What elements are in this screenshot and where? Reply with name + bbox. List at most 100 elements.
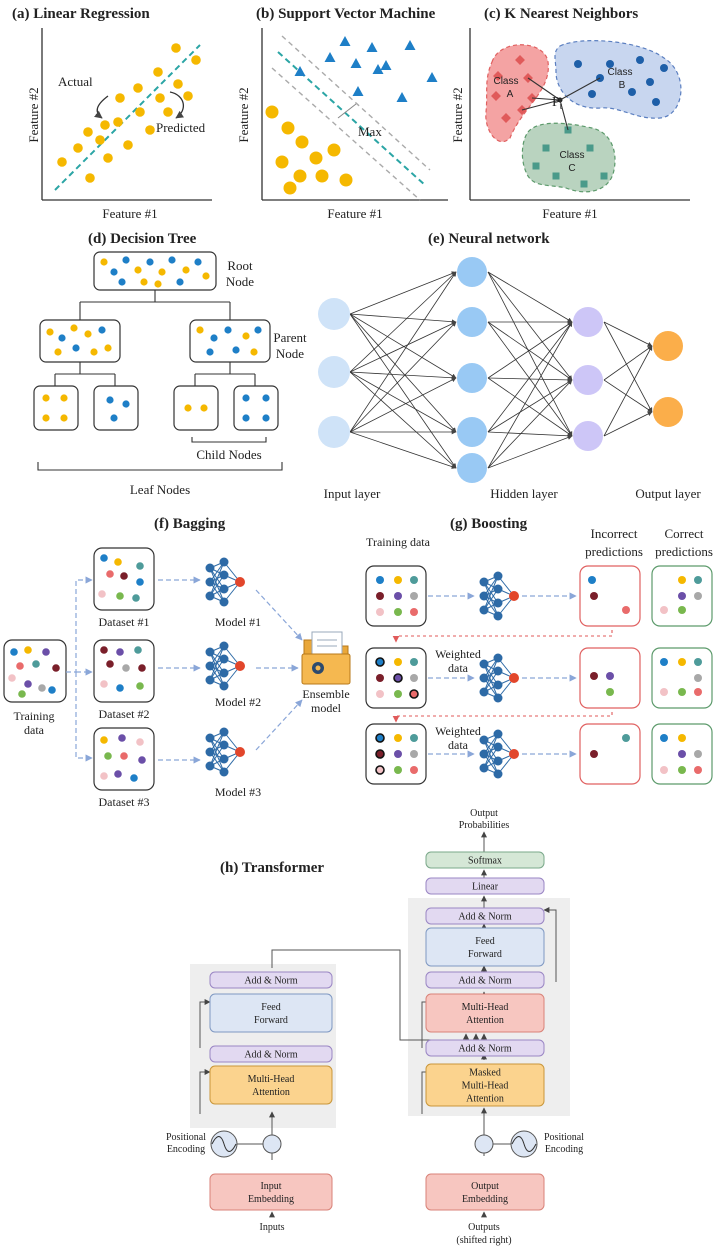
boost-data-point-1-5: [410, 674, 418, 682]
boost-model-2-in-2: [479, 763, 489, 773]
bag-training-point-4: [32, 660, 40, 668]
boost-correct-r1-6: [694, 688, 702, 696]
lr-point-7: [135, 107, 145, 117]
boost-training-label: Training data: [366, 535, 431, 549]
tf-output-embedding-text-1: Embedding: [462, 1194, 508, 1205]
nn-input-label: Input layer: [324, 486, 381, 501]
nn-hidden-node-4: [457, 453, 487, 483]
knn-cluster-c: [521, 122, 616, 193]
dt-root-label2: Node: [226, 274, 254, 289]
boost-model-1-out: [509, 673, 519, 683]
boost-correct-box-1: [651, 647, 713, 709]
boost-data-point-2-2: [410, 734, 418, 742]
dt-root-point-0: [100, 258, 108, 266]
svm-circle-5: [309, 151, 323, 165]
dt-leaf2-point-2: [110, 414, 118, 422]
tf-enc-addnorm-1-text-0: Add & Norm: [244, 1050, 298, 1061]
tf-enc-mha-text-1: Attention: [252, 1087, 290, 1098]
bag-ds2-point-4: [122, 664, 130, 672]
dt-root-point-8: [194, 258, 202, 266]
tf-input-embedding-text-0: Input: [260, 1181, 281, 1192]
boost-model-0-in-0: [479, 577, 489, 587]
bag-ds3-point-3: [104, 752, 112, 760]
lr-point-17: [100, 120, 110, 130]
bag-training-label2: data: [24, 723, 45, 737]
boost-weighted-label1b: data: [448, 661, 469, 675]
nn-hidden-label: Hidden layer: [490, 486, 558, 501]
bag-ds3-point-7: [114, 770, 122, 778]
dt-leaf4-point-2: [242, 414, 250, 422]
knn-y-label: Feature #2: [450, 87, 465, 142]
bag-split-arrows: [66, 576, 93, 762]
svm-circle-9: [315, 169, 329, 183]
tf-dec-addnorm-3: Add & Norm: [425, 907, 545, 925]
lr-points: [57, 43, 201, 183]
tf-encoder-pos-label1: Positional: [166, 1132, 206, 1143]
nn-hidden-node-2: [457, 363, 487, 393]
boost-incorrect-r2-0: [590, 750, 598, 758]
tf-dec-addnorm-1-text-0: Add & Norm: [458, 1044, 512, 1055]
bag-model-2-in-1: [205, 661, 215, 671]
svm-circle-4: [293, 169, 307, 183]
tf-decoder-sine-icon: [511, 1136, 537, 1152]
tf-output-embedding-box: [425, 1173, 545, 1211]
boost-data-point-0-2: [410, 576, 418, 584]
nn-edge-ho-2-1: [603, 411, 653, 437]
knn-pt-label: Pt: [552, 95, 563, 111]
boost-data-point-1-6: [376, 690, 384, 698]
dt-parent-label2: Node: [276, 346, 304, 361]
tf-enc-mha-text-0: Multi-Head: [248, 1074, 295, 1085]
tf-encoder-sine-icon: [211, 1136, 237, 1152]
lr-title: (a) Linear Regression: [12, 6, 150, 22]
boost-incorrect-r1-1: [606, 672, 614, 680]
boost-model-0-mid-1: [493, 584, 503, 594]
panel-transformer: (h) Transformer Output Probabilities: [166, 808, 584, 1246]
nn-edge-ih-0-0: [349, 271, 457, 315]
tf-outputs-label1: Outputs: [468, 1222, 500, 1233]
boost-feedback-arrows: [392, 630, 613, 723]
bag-ds3-point-8: [130, 774, 138, 782]
bag-model-1-in-1: [205, 577, 215, 587]
boost-incorrect-r1-2: [606, 688, 614, 696]
dt-leaf1-point-2: [42, 414, 50, 422]
boost-model-1-mid-2: [493, 680, 503, 690]
knn-class-b-point-3: [636, 56, 644, 64]
boost-data-point-0-4: [394, 592, 402, 600]
tf-output-embedding-text-0: Output: [471, 1181, 499, 1192]
knn-class-b-point-6: [652, 98, 660, 106]
tf-output-probs-label2: Probabilities: [459, 820, 510, 831]
boost-data-point-2-7: [394, 766, 402, 774]
tf-dec-addnorm-2: Add & Norm: [425, 971, 545, 989]
boost-data-point-1-3: [376, 674, 384, 682]
boost-model-0-edge: [483, 575, 499, 611]
dt-parent-left-point-7: [90, 348, 98, 356]
knn-class-c-point-5: [552, 172, 560, 180]
tf-dec-mha-box: [425, 993, 545, 1033]
boost-data-point-2-0: [375, 733, 385, 743]
boost-correct-r2-1: [678, 734, 686, 742]
boost-correct-r2-6: [694, 766, 702, 774]
bag-ensemble-label2: model: [311, 701, 342, 715]
svm-margin-upper: [281, 35, 431, 171]
dt-parent-right-point-0: [196, 326, 204, 334]
tf-enc-feedforward-text-1: Forward: [254, 1015, 288, 1026]
boost-data-point-1-2: [410, 658, 418, 666]
lr-point-0: [57, 157, 67, 167]
svm-margin-lower: [271, 67, 421, 201]
boost-correct-r0-4: [660, 606, 668, 614]
dt-parent-node-left: [39, 319, 121, 363]
nn-edge-ho-0-1: [603, 321, 653, 413]
dt-leaf3-point-1: [200, 404, 208, 412]
lr-actual-label: Actual: [58, 74, 93, 89]
bag-model-3-label: Model #3: [215, 785, 261, 799]
bag-model-1-in-0: [205, 563, 215, 573]
bag-title: (f) Bagging: [154, 516, 226, 532]
boost-correct-r0-1: [694, 576, 702, 584]
bag-ds2-point-6: [100, 680, 108, 688]
nn-edge-ih-1-3: [349, 371, 457, 433]
lr-regression-line: [54, 44, 201, 191]
dt-parent-left-point-3: [84, 330, 92, 338]
bag-training-point-9: [18, 690, 26, 698]
